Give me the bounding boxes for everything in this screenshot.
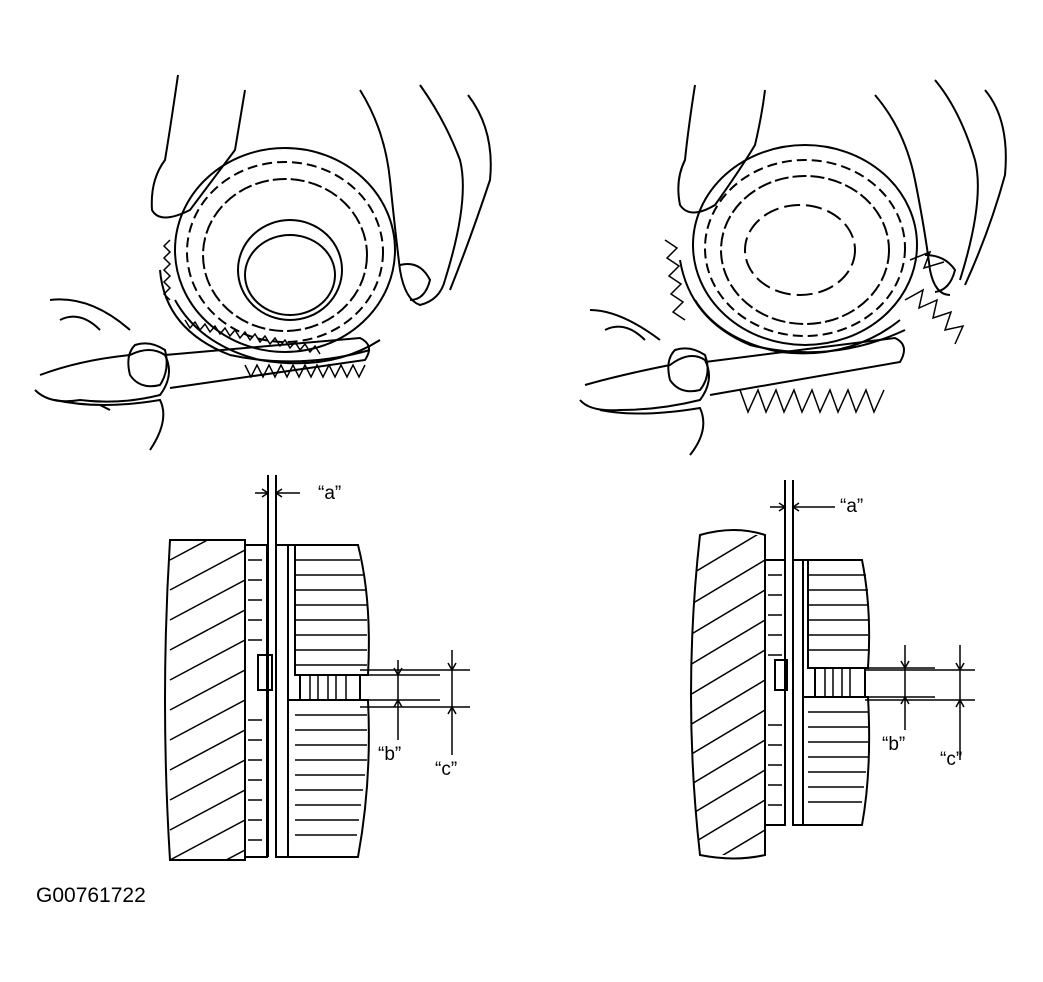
hand-left [34, 74, 492, 451]
synchronizer-ring-left [159, 147, 396, 379]
bottom-right-section [690, 480, 975, 860]
top-left-illustration [34, 74, 492, 451]
top-right-illustration [579, 79, 1007, 456]
label-c-right: “c” [940, 749, 962, 770]
synchronizer-ring-section-right [784, 480, 804, 826]
helical-gear-body-right [690, 529, 766, 860]
feeler-gauge-left [164, 336, 370, 389]
label-c-left: “c” [435, 759, 457, 780]
dimension-lines-left [255, 488, 470, 755]
synchronizer-ring-right [679, 144, 918, 355]
helical-gear-body-left [164, 539, 246, 861]
figure-id-label: G00761722 [36, 884, 146, 907]
label-a-right: “a” [840, 496, 863, 517]
hand-right [579, 79, 1007, 456]
label-a-left: “a” [318, 483, 341, 504]
label-b-left: “b” [378, 744, 401, 765]
clutch-sleeve-left [287, 544, 370, 858]
bottom-left-section [164, 475, 470, 861]
synchro-hub-right [764, 559, 788, 826]
helical-gear-teeth-right [664, 239, 965, 414]
feeler-gauge-right [704, 336, 905, 396]
dimension-lines-right [770, 502, 975, 760]
clutch-sleeve-right [802, 559, 871, 826]
label-b-right: “b” [882, 734, 905, 755]
